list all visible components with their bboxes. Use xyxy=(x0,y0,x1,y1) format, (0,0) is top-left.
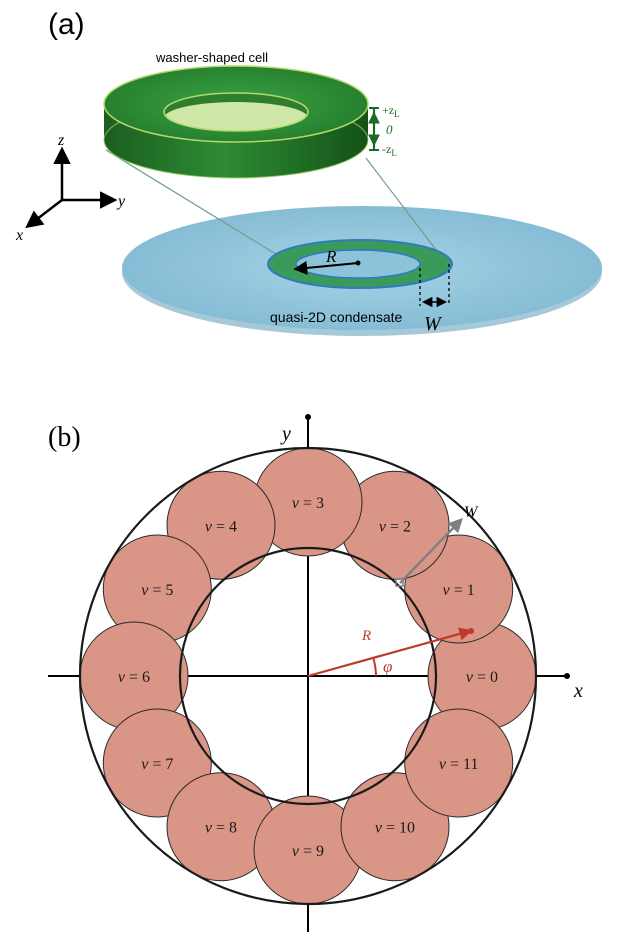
cell-title: washer-shaped cell xyxy=(155,50,268,65)
z-zero-label: 0 xyxy=(386,122,393,137)
cell-labels-group: ν = 0 ν = 1 ν = 2 ν = 3 ν = 4 ν = 5 ν = 6 ν = 7… xyxy=(118,495,498,860)
phi-arc xyxy=(372,656,377,677)
angle-label-b: φ xyxy=(383,657,392,676)
axis-x-label-b: x xyxy=(573,680,583,702)
width-label-b: W xyxy=(464,504,479,521)
z-minus-label: -zL xyxy=(382,142,397,158)
cell-label-nu-7: ν = 7 xyxy=(141,756,173,773)
projection-line-left xyxy=(105,149,293,265)
axis-x-label-a: x xyxy=(15,227,23,244)
cell-label-nu-1: ν = 1 xyxy=(443,582,475,599)
height-scale xyxy=(368,107,380,151)
radius-label-b: R xyxy=(361,628,371,644)
panel-b-label: (b) xyxy=(48,422,81,453)
axis-y-label-b: y xyxy=(280,423,291,445)
width-arrow-b xyxy=(399,517,464,584)
panel-a-label: (a) xyxy=(48,8,85,41)
washer-cell xyxy=(103,65,369,179)
cells-group xyxy=(79,447,537,905)
condensate-label: quasi-2D condensate xyxy=(270,309,403,325)
cell-label-nu-2: ν = 2 xyxy=(379,518,411,535)
cell-label-nu-10: ν = 10 xyxy=(375,820,415,837)
cell-nu-11 xyxy=(404,708,514,818)
z-plus-label: +zL xyxy=(382,103,400,119)
cell-label-nu-5: ν = 5 xyxy=(141,582,173,599)
radius-arrow-b xyxy=(307,627,473,678)
cell-label-nu-4: ν = 4 xyxy=(205,518,237,535)
axes-3d xyxy=(25,146,118,229)
radius-label-a: R xyxy=(325,247,337,266)
axis-z-label-a: z xyxy=(57,132,65,149)
cell-label-nu-11: ν = 11 xyxy=(439,756,479,773)
inner-boundary xyxy=(178,546,438,806)
outer-boundary xyxy=(78,446,538,906)
width-label-a: W xyxy=(424,313,443,335)
cell-label-nu-8: ν = 8 xyxy=(205,820,237,837)
cell-label-nu-0: ν = 0 xyxy=(466,669,498,686)
projection-line-right xyxy=(365,157,447,264)
cell-label-nu-6: ν = 6 xyxy=(118,669,150,686)
axis-y-label-a: y xyxy=(116,193,126,210)
cell-label-nu-9: ν = 9 xyxy=(292,843,324,860)
radius-arrow-a xyxy=(293,260,359,275)
cell-label-nu-3: ν = 3 xyxy=(292,495,324,512)
